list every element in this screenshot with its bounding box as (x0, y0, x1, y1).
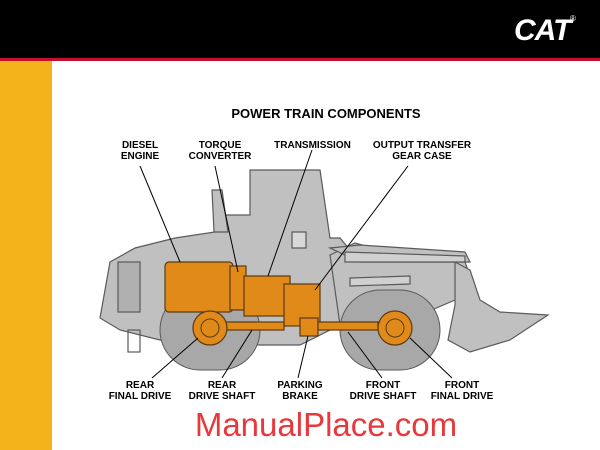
label-diesel-engine: DIESEL ENGINE (120, 140, 160, 162)
front-hub-ring (385, 318, 405, 338)
front-final-drive-hub (377, 310, 413, 346)
label-transmission: TRANSMISSION (274, 140, 351, 151)
radiator-grille (117, 261, 141, 313)
cab-window (291, 231, 307, 249)
diagram-title: POWER TRAIN COMPONENTS (231, 106, 421, 121)
label-output-transfer-gear-case: OUTPUT TRANSFER GEAR CASE (372, 140, 472, 162)
cat-logo: CAT (514, 14, 571, 47)
watermark: ManualPlace.com (194, 406, 458, 443)
leader-lines (139, 149, 453, 379)
rear-hub-ring (200, 318, 220, 338)
label-parking-brake: PARKING BRAKE (277, 380, 323, 402)
front-drive-shaft-bar (317, 321, 379, 331)
diesel-engine-block (164, 261, 234, 313)
transmission-block (243, 275, 291, 317)
bucket (447, 261, 550, 353)
label-front-final-drive: FRONT FINAL DRIVE (430, 380, 494, 402)
label-front-drive-shaft: FRONT DRIVE SHAFT (349, 380, 417, 402)
header-accent-line (0, 58, 600, 61)
label-rear-final-drive: REAR FINAL DRIVE (108, 380, 172, 402)
step-ladder (127, 329, 141, 353)
rear-drive-shaft-bar (221, 321, 285, 331)
hydraulic-cylinder (344, 251, 466, 263)
tilt-cylinder (349, 275, 411, 287)
registered-mark: ® (570, 14, 576, 23)
label-torque-converter: TORQUE CONVERTER (188, 140, 252, 162)
label-rear-drive-shaft: REAR DRIVE SHAFT (188, 380, 256, 402)
header-bar (0, 0, 600, 58)
parking-brake-block (299, 317, 319, 337)
rear-final-drive-hub (192, 310, 228, 346)
side-accent-strip (0, 61, 52, 450)
exhaust-stack (211, 189, 229, 233)
power-train (164, 261, 413, 346)
